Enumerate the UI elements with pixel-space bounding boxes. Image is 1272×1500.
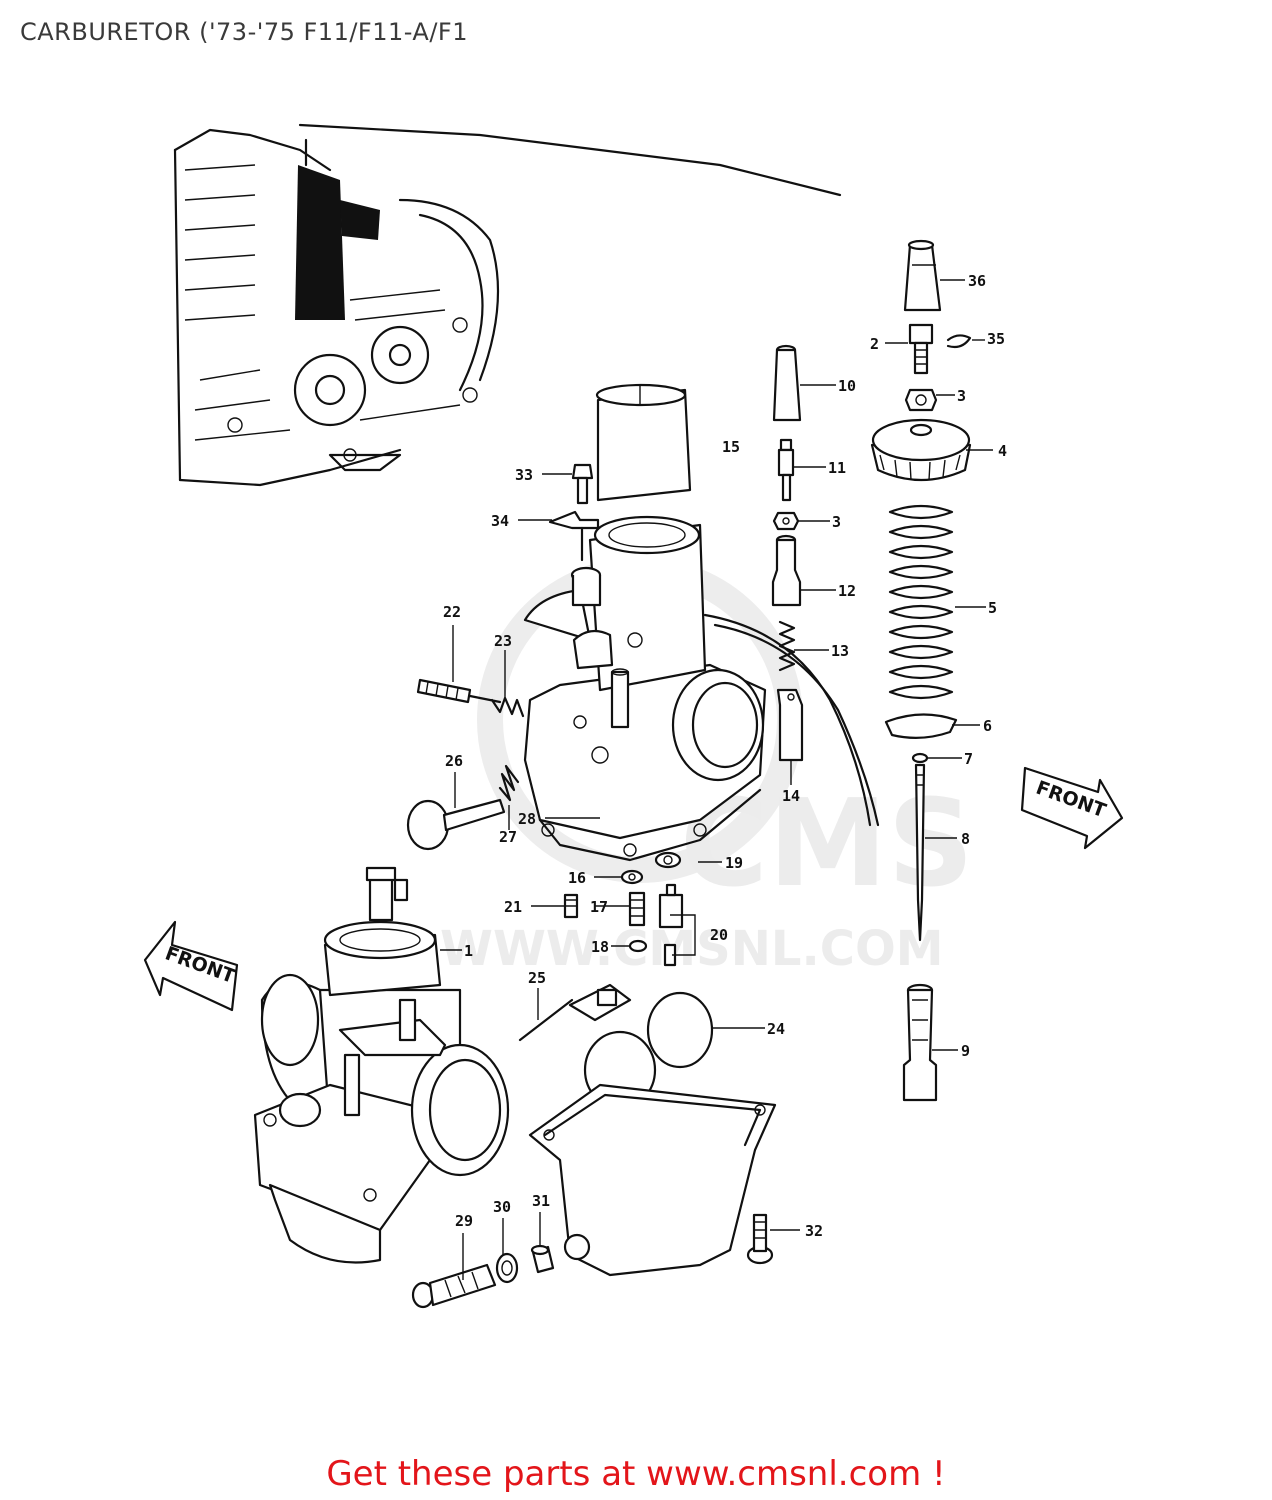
part-choke-cap (772, 344, 802, 422)
callout-26: 26 (445, 752, 463, 770)
callout-30: 30 (493, 1198, 511, 1216)
callout-17: 17 (590, 898, 608, 916)
part-jets-group (563, 851, 684, 967)
part-cap (903, 239, 942, 312)
part-gasket-washer (495, 1252, 519, 1284)
part-starter-plunger (771, 534, 802, 607)
callout-3-top: 3 (957, 387, 966, 405)
callout-35: 35 (987, 330, 1005, 348)
part-bracket (548, 510, 600, 562)
part-throttle-stop-screw (406, 798, 506, 851)
part-float-pin (518, 998, 574, 1042)
callout-29: 29 (455, 1212, 473, 1230)
callout-14: 14 (782, 787, 800, 805)
callout-32: 32 (805, 1222, 823, 1240)
watermark-url-text: WWW.CMSNL.COM (440, 921, 944, 977)
part-needle (911, 752, 929, 942)
part-adjuster (908, 323, 934, 375)
callout-23: 23 (494, 632, 512, 650)
callout-22: 22 (443, 603, 461, 621)
callout-12: 12 (838, 582, 856, 600)
callout-2: 2 (870, 335, 879, 353)
callout-labels: 36 2 35 3 4 5 6 7 8 9 10 11 3 12 13 14 1… (443, 272, 1007, 1240)
front-arrow-right: FRONT (1020, 766, 1124, 850)
part-assembled-carburetor (253, 866, 510, 1264)
part-spring (888, 504, 954, 700)
part-fuel-hose (703, 613, 872, 827)
callout-10: 10 (838, 377, 856, 395)
front-arrow-left: FRONT (143, 920, 239, 1012)
part-bowl-screw (746, 1213, 774, 1265)
part-plunger-end (776, 688, 804, 762)
part-throttle-stop-spring (498, 764, 520, 802)
part-fuel-hose-inner (713, 623, 880, 827)
callout-27: 27 (499, 828, 517, 846)
callout-18: 18 (591, 938, 609, 956)
callout-25: 25 (528, 969, 546, 987)
part-pilot-spring (490, 696, 525, 718)
callout-33: 33 (515, 466, 533, 484)
part-top-cap (870, 418, 972, 482)
callout-11: 11 (828, 459, 846, 477)
part-needle-plate (884, 713, 958, 739)
part-carb-body-exploded (523, 515, 767, 862)
callout-34: 34 (491, 512, 509, 530)
part-main-jet-holder (530, 1244, 555, 1274)
page-title: CARBURETOR ('73-'75 F11/F11-A/F1 (20, 18, 468, 46)
callout-8: 8 (961, 830, 970, 848)
cmsnl-parts-link[interactable]: Get these parts at www.cmsnl.com ! (326, 1454, 946, 1494)
callout-leaders (440, 279, 993, 1280)
part-sleeve (595, 383, 692, 502)
callout-21: 21 (504, 898, 522, 916)
callout-24: 24 (767, 1020, 785, 1038)
callout-1: 1 (464, 942, 473, 960)
part-screw (571, 463, 594, 505)
part-pilot-screw (416, 678, 502, 704)
part-nut-top (904, 388, 938, 412)
part-plunger-spring (778, 620, 796, 672)
callout-9: 9 (961, 1042, 970, 1060)
part-nut-mid (772, 511, 800, 531)
part-clip (946, 334, 972, 349)
callout-19: 19 (725, 854, 743, 872)
callout-7: 7 (964, 750, 973, 768)
part-needle-jet (902, 983, 938, 1102)
callout-6: 6 (983, 717, 992, 735)
callout-20: 20 (710, 926, 728, 944)
part-drain-plug (411, 1263, 497, 1309)
callout-31: 31 (532, 1192, 550, 1210)
callout-15: 15 (722, 438, 740, 456)
callout-16: 16 (568, 869, 586, 887)
engine-location-inset (173, 123, 842, 487)
callout-3-mid: 3 (832, 513, 841, 531)
callout-13: 13 (831, 642, 849, 660)
callout-28: 28 (518, 810, 536, 828)
callout-36: 36 (968, 272, 986, 290)
part-choke-plunger (777, 438, 795, 502)
part-float-bowl (528, 1083, 777, 1277)
callout-4: 4 (998, 442, 1007, 460)
callout-5: 5 (988, 599, 997, 617)
